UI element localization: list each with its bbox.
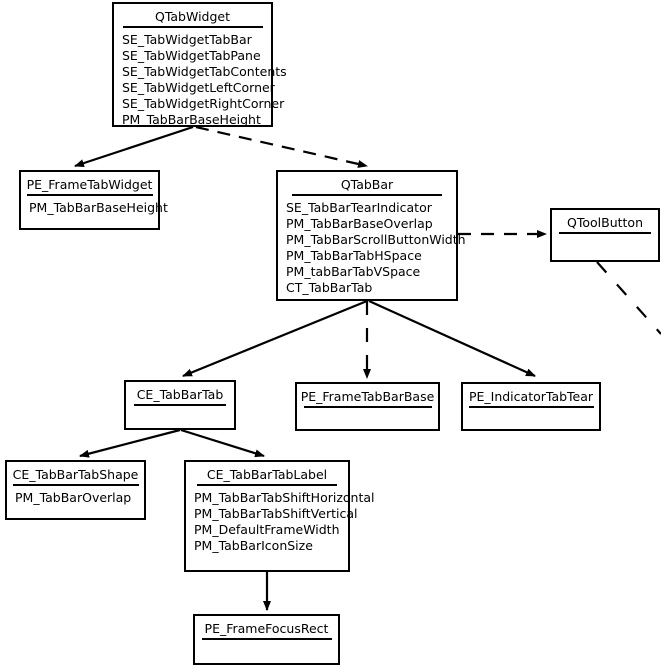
edge-qtabbar-to-ce-tabbartab [182, 299, 368, 378]
member-item: PM_TabBarTabHSpace [286, 248, 422, 263]
edge-qtoolbutton-trailing [596, 261, 661, 335]
title-divider [201, 638, 332, 640]
node-members-qtabwidget: SE_TabWidgetTabBar SE_TabWidgetTabPane S… [114, 28, 287, 131]
node-members-qtabbar: SE_TabBarTearIndicator PM_TabBarBaseOver… [278, 196, 466, 299]
edge-ce-tabbartab-to-ce-tabbartabshape [79, 428, 181, 458]
title-divider [134, 404, 226, 406]
node-ce-tabbartab[interactable]: CE_TabBarTab [124, 380, 236, 430]
member-item: PM_TabBarScrollButtonWidth [286, 232, 466, 247]
node-title-ce-tabbartablabel: CE_TabBarTabLabel [206, 467, 328, 482]
node-title-qtoolbutton: QToolButton [567, 215, 643, 230]
member-item: PM_TabBarBaseHeight [122, 112, 261, 127]
member-item: PM_TabBarTabShiftVertical [194, 506, 358, 521]
title-divider [122, 26, 263, 28]
title-divider [292, 194, 442, 196]
member-item: PM_TabBarBaseHeight [29, 200, 168, 215]
edge-qtabwidget-to-pe-frametabwidget [74, 125, 194, 168]
member-item: PM_TabBarBaseOverlap [286, 216, 433, 231]
member-item: CT_TabBarTab [286, 280, 373, 295]
node-ce-tabbartablabel[interactable]: CE_TabBarTabLabel PM_TabBarTabShiftHoriz… [184, 460, 375, 572]
node-qtabbar[interactable]: QTabBar SE_TabBarTearIndicator PM_TabBar… [276, 170, 466, 301]
node-title-pe-framefocusrect: PE_FrameFocusRect [204, 621, 329, 636]
title-divider [26, 194, 153, 196]
node-title-pe-frametabbarbase: PE_FrameTabBarBase [300, 389, 435, 404]
node-pe-indicatortabtear[interactable]: PE_IndicatorTabTear [461, 382, 601, 431]
node-ce-tabbartabshape[interactable]: CE_TabBarTabShape PM_TabBarOverlap [5, 460, 146, 520]
title-divider [12, 484, 139, 486]
member-item: PM_TabBarOverlap [15, 490, 132, 505]
node-pe-frametabwidget[interactable]: PE_FrameTabWidget PM_TabBarBaseHeight [19, 170, 168, 230]
node-members-ce-tabbartablabel: PM_TabBarTabShiftHorizontal PM_TabBarTab… [186, 486, 375, 557]
member-item: SE_TabWidgetTabPane [122, 48, 261, 63]
title-divider [197, 484, 337, 486]
member-item: SE_TabWidgetLeftCorner [122, 80, 275, 95]
node-title-qtabbar: QTabBar [340, 177, 394, 192]
node-pe-framefocusrect[interactable]: PE_FrameFocusRect [193, 614, 340, 665]
edge-qtabbar-to-pe-indicatortabtear [368, 299, 536, 378]
title-divider [468, 406, 594, 408]
edge-qtabwidget-to-qtabbar [195, 125, 368, 168]
member-item: SE_TabWidgetTabContents [122, 64, 287, 79]
node-members-pe-frametabwidget: PM_TabBarBaseHeight [21, 196, 168, 219]
title-divider [559, 232, 651, 234]
node-members-ce-tabbartabshape: PM_TabBarOverlap [7, 486, 144, 509]
node-pe-frametabbarbase[interactable]: PE_FrameTabBarBase [295, 382, 440, 431]
member-item: PM_TabBarIconSize [194, 538, 313, 553]
node-title-pe-indicatortabtear: PE_IndicatorTabTear [468, 389, 594, 404]
member-item: PM_TabBarTabShiftHorizontal [194, 490, 375, 505]
member-item: PM_DefaultFrameWidth [194, 522, 340, 537]
edge-ce-tabbartab-to-ce-tabbartablabel [180, 428, 265, 458]
title-divider [303, 406, 432, 408]
member-item: SE_TabWidgetRightCorner [122, 96, 285, 111]
node-title-ce-tabbartabshape: CE_TabBarTabShape [12, 467, 139, 482]
node-title-qtabwidget: QTabWidget [154, 9, 231, 24]
member-item: SE_TabWidgetTabBar [122, 32, 252, 47]
member-item: PM_tabBarTabVSpace [286, 264, 421, 279]
node-title-pe-frametabwidget: PE_FrameTabWidget [26, 177, 153, 192]
node-qtoolbutton[interactable]: QToolButton [550, 208, 660, 262]
node-title-ce-tabbartab: CE_TabBarTab [136, 387, 224, 402]
node-qtabwidget[interactable]: QTabWidget SE_TabWidgetTabBar SE_TabWidg… [112, 2, 287, 127]
member-item: SE_TabBarTearIndicator [286, 200, 432, 215]
